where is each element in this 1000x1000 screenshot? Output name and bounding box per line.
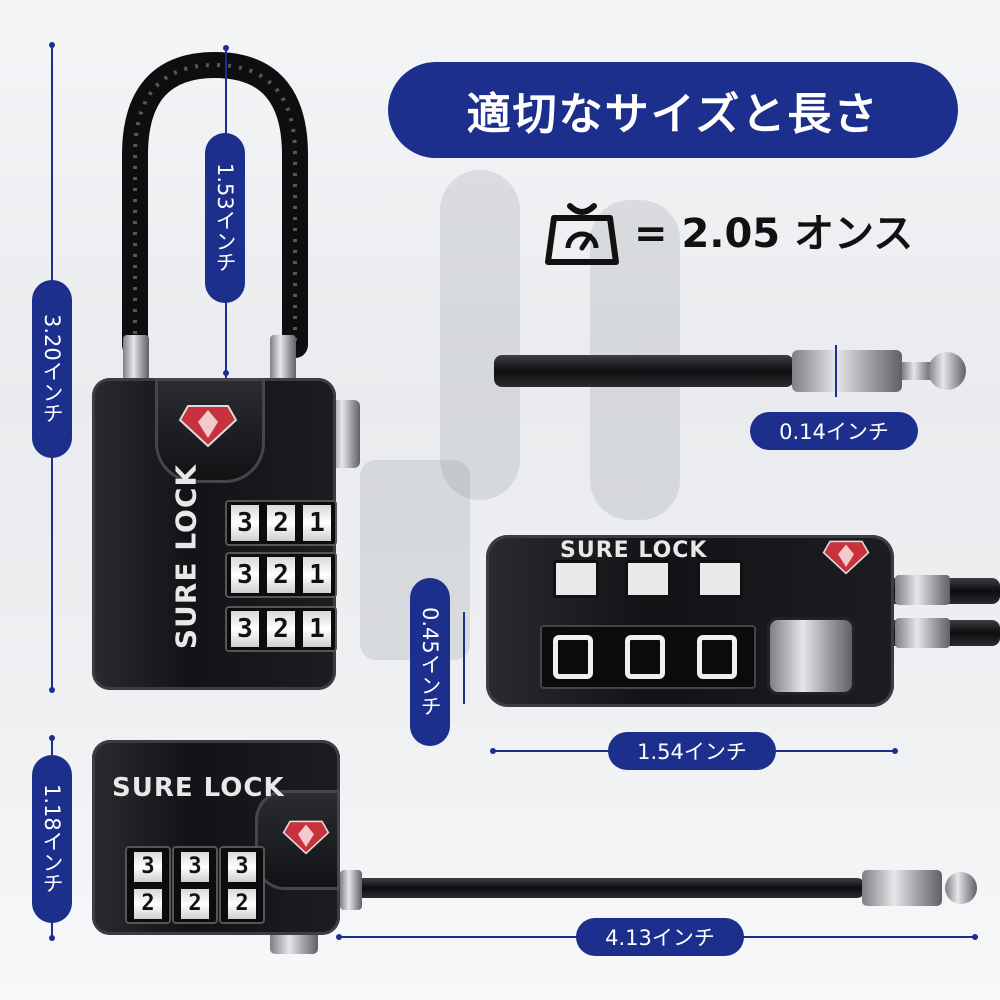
cable-ferrule [792,350,902,392]
front-dial-row-2[interactable]: 3 2 1 [225,552,337,598]
dial-digit: 1 [303,611,331,647]
top-view-wheel[interactable] [625,635,665,679]
tsa-diamond-icon [282,820,330,855]
dim-endpoint [49,687,55,693]
front-lock-shackle [122,51,308,358]
dial-digit: 2 [267,505,295,541]
cable-segment [494,355,794,387]
tsa-diamond-icon [178,405,238,448]
tsa-diamond-icon [822,540,870,575]
dim-endpoint [336,934,342,940]
dial-digit: 1 [303,505,331,541]
thickness-label: 0.45インチ [410,578,450,746]
side-dial-1[interactable]: 3 2 [125,846,171,924]
dial-digit: 3 [228,851,256,882]
dim-endpoint [49,42,55,48]
dim-endpoint [892,748,898,754]
dim-endpoint [223,45,229,51]
cable-tip-ball [928,352,966,390]
side-dial-3[interactable]: 3 2 [219,846,265,924]
cable-diameter-line [835,345,837,397]
front-lock-ferrule-right [270,335,296,385]
front-lock-brand: SURE LOCK [169,463,203,650]
dial-digit: 3 [231,557,259,593]
front-lock-ferrule-left [123,335,149,385]
dial-digit: 2 [267,557,295,593]
weight-info: = 2.05 オンス [540,185,913,275]
top-view-dial[interactable] [625,560,671,598]
cable-length-label: 4.13インチ [576,918,744,956]
dial-digit: 3 [231,505,259,541]
top-view-release-button[interactable] [770,620,852,692]
dial-digit: 2 [228,888,256,919]
dial-digit: 2 [267,611,295,647]
side-view-ferrule-base [340,870,362,910]
top-view-dial[interactable] [697,560,743,598]
side-height-label: 1.18インチ [32,755,72,923]
shackle-height-label: 1.53インチ [205,133,245,303]
dial-digit: 3 [134,851,162,882]
cable-diameter-label: 0.14インチ [750,412,918,450]
dim-endpoint [49,935,55,941]
weight-value: = 2.05 オンス [634,211,914,257]
thickness-line [463,612,465,704]
dim-endpoint [490,748,496,754]
side-view-cable [345,878,865,898]
front-dial-row-1[interactable]: 3 2 1 [225,500,337,546]
side-view-ferrule [862,870,942,906]
dial-digit: 3 [181,851,209,882]
cable-tip [902,362,932,380]
top-view-brand: SURE LOCK [560,538,708,563]
top-view-wheel[interactable] [697,635,737,679]
page-title: 適切なサイズと長さ [388,62,958,158]
scale-weight-icon [545,203,619,265]
dim-endpoint [223,370,229,376]
background-silhouette [440,170,520,500]
side-view-cable-tip-ball [945,872,977,904]
dim-endpoint [972,934,978,940]
dial-digit: 3 [231,611,259,647]
side-view-brand: SURE LOCK [112,773,285,803]
width-label: 1.54インチ [608,732,776,770]
side-dial-2[interactable]: 3 2 [172,846,218,924]
top-view-wheel[interactable] [553,635,593,679]
top-view-ferrule [895,618,950,648]
top-view-ferrule [895,575,950,605]
total-height-label: 3.20インチ [32,280,72,458]
dial-digit: 1 [303,557,331,593]
dim-endpoint [49,735,55,741]
dial-digit: 2 [134,888,162,919]
dial-digit: 2 [181,888,209,919]
top-view-dial[interactable] [553,560,599,598]
front-dial-row-3[interactable]: 3 2 1 [225,606,337,652]
